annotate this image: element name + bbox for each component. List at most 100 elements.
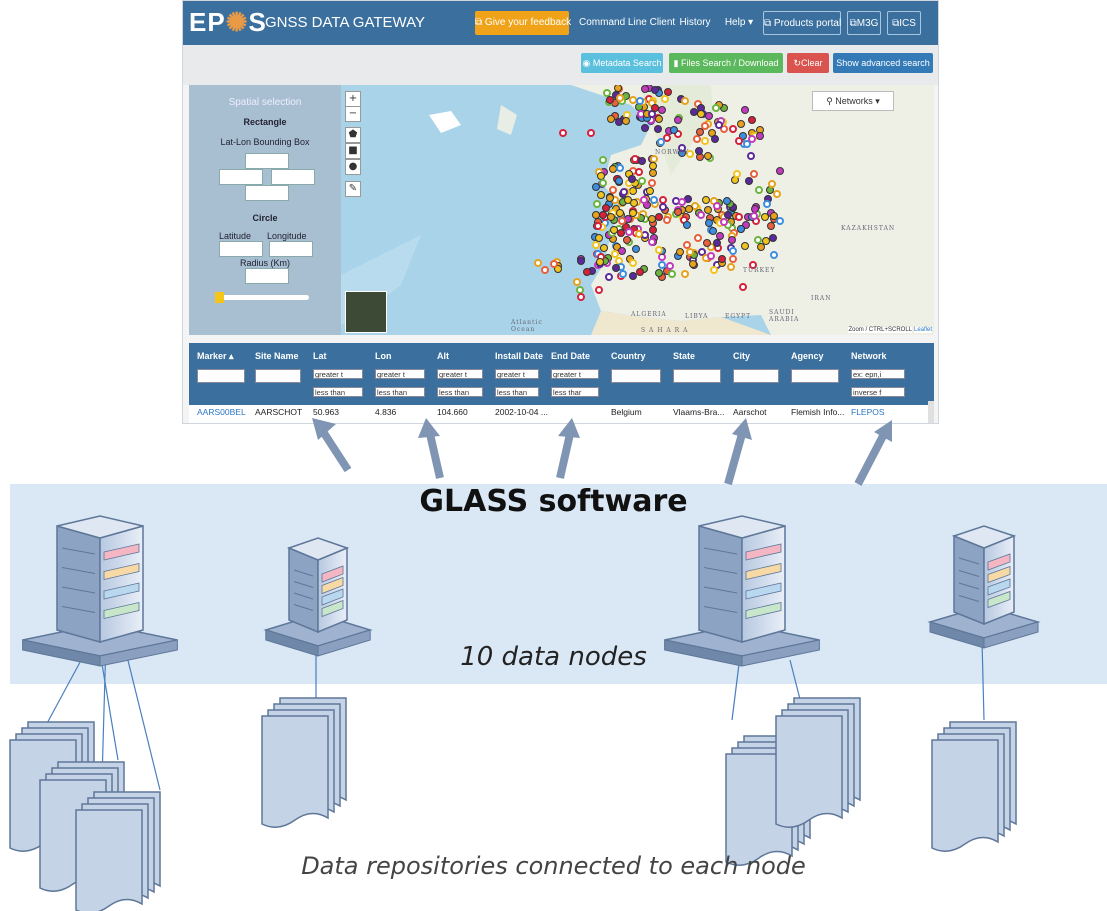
station-marker[interactable]: [640, 196, 648, 204]
station-marker[interactable]: [724, 211, 732, 219]
station-marker[interactable]: [611, 250, 619, 258]
radius-input[interactable]: [245, 268, 289, 284]
station-marker[interactable]: [649, 226, 657, 234]
nav-command-line[interactable]: Command Line Client: [579, 17, 676, 28]
station-marker[interactable]: [685, 205, 693, 213]
station-marker[interactable]: [767, 222, 775, 230]
station-marker[interactable]: [755, 186, 763, 194]
station-marker[interactable]: [635, 230, 643, 238]
station-marker[interactable]: [663, 216, 671, 224]
station-marker[interactable]: [733, 170, 741, 178]
bbox-west-input[interactable]: [219, 169, 263, 185]
station-marker[interactable]: [612, 264, 620, 272]
longitude-input[interactable]: [269, 241, 313, 257]
station-marker[interactable]: [597, 191, 605, 199]
column-header[interactable]: Marker ▴: [197, 351, 234, 361]
station-marker[interactable]: [617, 229, 625, 237]
advanced-search-button[interactable]: Show advanced search: [833, 53, 933, 73]
station-marker[interactable]: [649, 169, 657, 177]
column-header[interactable]: Install Date: [495, 351, 544, 361]
station-marker[interactable]: [620, 188, 628, 196]
station-marker[interactable]: [577, 293, 585, 301]
column-filter-input[interactable]: ex: epn,i: [851, 369, 905, 379]
station-marker[interactable]: [610, 226, 618, 234]
column-header[interactable]: Lat: [313, 351, 327, 361]
station-marker[interactable]: [776, 167, 784, 175]
station-marker[interactable]: [756, 132, 764, 140]
station-marker[interactable]: [534, 259, 542, 267]
station-marker[interactable]: [686, 150, 694, 158]
station-marker[interactable]: [769, 234, 777, 242]
station-marker[interactable]: [676, 248, 684, 256]
station-marker[interactable]: [750, 170, 758, 178]
station-marker[interactable]: [727, 263, 735, 271]
column-filter-secondary[interactable]: inverse f: [851, 387, 905, 397]
draw-rectangle-icon[interactable]: ■: [345, 143, 361, 159]
station-marker[interactable]: [625, 228, 633, 236]
station-marker[interactable]: [618, 247, 626, 255]
station-marker[interactable]: [705, 219, 713, 227]
station-marker[interactable]: [587, 129, 595, 137]
station-marker[interactable]: [712, 104, 720, 112]
latitude-input[interactable]: [219, 241, 263, 257]
station-marker[interactable]: [599, 211, 607, 219]
satellite-layer-thumbnail[interactable]: [345, 291, 387, 333]
station-marker[interactable]: [761, 213, 769, 221]
station-marker[interactable]: [701, 137, 709, 145]
station-marker[interactable]: [638, 157, 646, 165]
station-marker[interactable]: [701, 122, 709, 130]
station-marker[interactable]: [749, 261, 757, 269]
station-marker[interactable]: [705, 112, 713, 120]
station-marker[interactable]: [718, 255, 726, 263]
station-marker[interactable]: [678, 144, 686, 152]
column-filter-input[interactable]: greater t: [437, 369, 483, 379]
station-marker[interactable]: [702, 196, 710, 204]
station-marker[interactable]: [606, 96, 614, 104]
column-header[interactable]: Alt: [437, 351, 449, 361]
station-marker[interactable]: [757, 243, 765, 251]
station-marker[interactable]: [741, 106, 749, 114]
station-marker[interactable]: [668, 270, 676, 278]
station-marker[interactable]: [630, 199, 638, 207]
station-marker[interactable]: [573, 278, 581, 286]
station-marker[interactable]: [651, 86, 659, 94]
station-marker[interactable]: [593, 200, 601, 208]
station-marker[interactable]: [674, 116, 682, 124]
station-marker[interactable]: [723, 197, 731, 205]
station-marker[interactable]: [729, 125, 737, 133]
station-marker[interactable]: [554, 265, 562, 273]
bbox-north-input[interactable]: [245, 153, 289, 169]
station-marker[interactable]: [704, 206, 712, 214]
station-marker[interactable]: [595, 234, 603, 242]
bbox-east-input[interactable]: [271, 169, 315, 185]
station-marker[interactable]: [739, 132, 747, 140]
column-filter-input[interactable]: [197, 369, 245, 383]
station-marker[interactable]: [559, 129, 567, 137]
station-marker[interactable]: [628, 175, 636, 183]
column-header[interactable]: End Date: [551, 351, 591, 361]
column-filter-input[interactable]: greater t: [375, 369, 425, 379]
station-marker[interactable]: [715, 121, 723, 129]
station-marker[interactable]: [629, 272, 637, 280]
station-marker[interactable]: [728, 236, 736, 244]
column-filter-secondary[interactable]: less than: [375, 387, 425, 397]
station-marker[interactable]: [616, 209, 624, 217]
station-marker[interactable]: [747, 152, 755, 160]
station-marker[interactable]: [648, 179, 656, 187]
station-marker[interactable]: [618, 217, 626, 225]
column-header[interactable]: Site Name: [255, 351, 299, 361]
clear-button[interactable]: ↻Clear: [787, 53, 829, 73]
station-marker[interactable]: [737, 120, 745, 128]
column-filter-input[interactable]: greater t: [313, 369, 363, 379]
station-marker[interactable]: [661, 95, 669, 103]
leaflet-attribution[interactable]: Leaflet: [913, 327, 932, 333]
station-marker[interactable]: [541, 266, 549, 274]
station-marker[interactable]: [683, 221, 691, 229]
column-filter-secondary[interactable]: less than: [313, 387, 363, 397]
station-marker[interactable]: [646, 187, 654, 195]
column-filter-secondary[interactable]: less than: [495, 387, 539, 397]
station-marker[interactable]: [729, 255, 737, 263]
station-marker[interactable]: [550, 260, 558, 268]
station-marker[interactable]: [681, 270, 689, 278]
draw-polygon-icon[interactable]: ⬟: [345, 127, 361, 143]
